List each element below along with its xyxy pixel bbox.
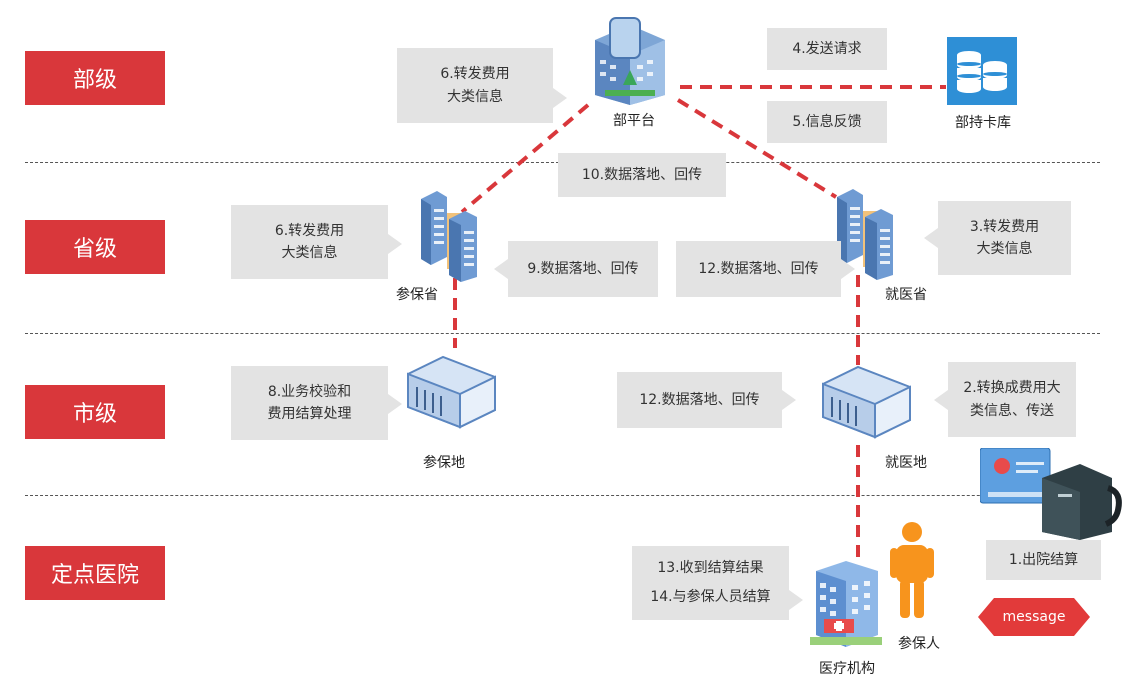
- node-medical-province: 就医省: [885, 287, 927, 303]
- callout-pointer: [782, 390, 796, 410]
- node-insured-city: 参保地: [423, 455, 465, 471]
- message-badge[interactable]: message: [1002, 609, 1066, 625]
- callout-pointer: [388, 394, 402, 414]
- level-ministry: 部级: [25, 51, 165, 105]
- callout-pointer: [789, 590, 803, 610]
- card-reader-icon: [980, 448, 1122, 540]
- node-medical-institution: 医疗机构: [819, 661, 875, 677]
- callout-step-13-14: 13.收到结算结果 14.与参保人员结算: [632, 546, 789, 620]
- callout-step-12-province: 12.数据落地、回传: [676, 241, 841, 297]
- level-city: 市级: [25, 385, 165, 439]
- level-hospital: 定点医院: [25, 546, 165, 600]
- callout-step-9: 9.数据落地、回传: [508, 241, 658, 297]
- level-province: 省级: [25, 220, 165, 274]
- node-medical-city: 就医地: [885, 455, 927, 471]
- node-ministry-platform: 部平台: [613, 113, 655, 129]
- callout-pointer: [934, 390, 948, 410]
- callout-step-6-province: 6.转发费用 大类信息: [231, 205, 388, 279]
- callout-pointer: [494, 259, 508, 279]
- divider-city-hospital: [25, 495, 1100, 496]
- node-insured-province: 参保省: [396, 287, 438, 303]
- callout-pointer: [841, 259, 855, 279]
- hospital-icon: [810, 561, 882, 647]
- server-building-icon: [837, 189, 893, 280]
- callout-pointer: [924, 228, 938, 248]
- building-tower-icon: [595, 17, 665, 105]
- callout-step-3: 3.转发费用 大类信息: [938, 201, 1071, 275]
- callout-step-13: 13.收到结算结果: [657, 560, 764, 576]
- link-platform-medical-province: [676, 98, 838, 199]
- callout-step-2: 2.转换成费用大 类信息、传送: [948, 362, 1076, 437]
- callout-pointer: [553, 88, 567, 108]
- server-building-icon: [421, 191, 477, 282]
- database-icon: [947, 37, 1017, 105]
- callout-step-10: 10.数据落地、回传: [558, 153, 726, 197]
- node-card-db: 部持卡库: [955, 115, 1011, 131]
- office-building-icon: [822, 365, 911, 439]
- link-platform-insured-province: [460, 103, 590, 214]
- divider-province-city: [25, 333, 1100, 334]
- person-icon: [890, 522, 934, 618]
- callout-step-8: 8.业务校验和 费用结算处理: [231, 366, 388, 440]
- callout-step-12-city: 12.数据落地、回传: [617, 372, 782, 428]
- callout-step-14: 14.与参保人员结算: [650, 589, 771, 605]
- callout-step-1: 1.出院结算: [986, 540, 1101, 580]
- callout-pointer: [388, 234, 402, 254]
- node-insured-person: 参保人: [898, 636, 940, 652]
- callout-step-4: 4.发送请求: [767, 28, 887, 70]
- office-building-icon: [407, 355, 496, 429]
- message-badge-shape: [978, 598, 1090, 636]
- callout-step-5: 5.信息反馈: [767, 101, 887, 143]
- callout-step-6-ministry: 6.转发费用 大类信息: [397, 48, 553, 123]
